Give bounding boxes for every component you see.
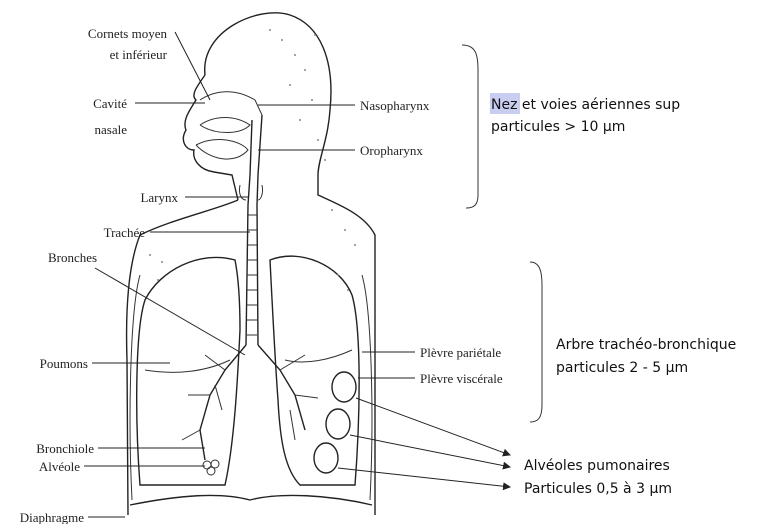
label-bronchiole: Bronchiole bbox=[36, 441, 94, 456]
label-trachee: Trachée bbox=[104, 225, 146, 240]
bronchial-tree bbox=[182, 345, 318, 475]
label-cornets-line2: et inférieur bbox=[110, 47, 168, 62]
particle-circle-2 bbox=[326, 409, 350, 439]
right-lung bbox=[270, 256, 359, 485]
annotation-lower-line1: Alvéoles pumonaires bbox=[524, 458, 670, 474]
annotation-upper-line1: Nez et voies aériennes sup bbox=[491, 97, 680, 113]
label-cavite-line1: Cavité bbox=[93, 96, 127, 111]
annotation-upper-line2: particules > 10 µm bbox=[491, 119, 625, 135]
label-poumons: Poumons bbox=[40, 356, 88, 371]
particle-circle-3 bbox=[314, 443, 338, 473]
particle-circles bbox=[314, 372, 356, 473]
texture-speckles bbox=[149, 29, 356, 291]
label-plevre-parietale: Plèvre pariétale bbox=[420, 345, 501, 360]
label-oropharynx: Oropharynx bbox=[360, 143, 423, 158]
lungs bbox=[130, 256, 372, 500]
annotation-lower-line2: Particules 0,5 à 3 µm bbox=[524, 481, 672, 497]
arrows bbox=[338, 398, 510, 487]
annotation-upper-rest: et voies aériennes sup bbox=[517, 97, 680, 113]
diaphragm bbox=[130, 495, 372, 505]
label-plevre-viscerale: Plèvre viscérale bbox=[420, 371, 503, 386]
annotation-upper-highlight: Nez bbox=[491, 97, 517, 113]
label-alveole: Alvéole bbox=[39, 459, 80, 474]
annotation-middle-line2: particules 2 - 5 µm bbox=[556, 360, 688, 376]
label-cavite-line2: nasale bbox=[95, 122, 128, 137]
label-nasopharynx: Nasopharynx bbox=[360, 98, 430, 113]
label-bronches: Bronches bbox=[48, 250, 97, 265]
label-larynx: Larynx bbox=[140, 190, 178, 205]
annotations: Nez et voies aériennes sup particules > … bbox=[490, 93, 736, 497]
label-diaphragme: Diaphragme bbox=[20, 510, 84, 524]
particle-circle-1 bbox=[332, 372, 356, 402]
anatomy-labels: Cornets moyen et inférieur Cavité nasale… bbox=[20, 26, 503, 524]
annotation-middle-line1: Arbre trachéo-bronchique bbox=[556, 337, 736, 353]
label-cornets-line1: Cornets moyen bbox=[88, 26, 168, 41]
